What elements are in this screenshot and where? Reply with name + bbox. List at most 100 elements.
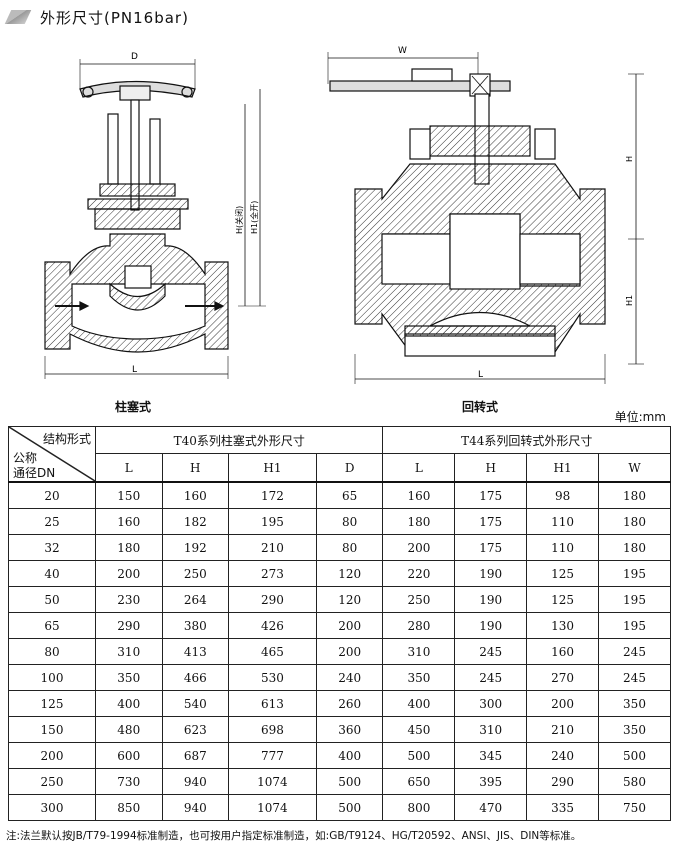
dn-cell: 200	[8, 742, 96, 769]
value-cell: 623	[161, 716, 230, 743]
dn-cell: 20	[8, 481, 96, 509]
valve-drawings: D L H(关闭) H1(全开) W L	[44, 46, 644, 384]
value-cell: 1074	[228, 768, 317, 795]
value-cell: 450	[382, 716, 456, 743]
value-cell: 120	[315, 586, 384, 613]
value-cell: 500	[382, 742, 456, 769]
value-cell: 125	[526, 586, 599, 613]
unit-label: 单位:mm	[614, 410, 666, 424]
value-cell: 180	[95, 534, 163, 561]
value-cell: 310	[382, 638, 456, 665]
value-cell: 273	[228, 560, 317, 587]
value-cell: 175	[454, 481, 528, 509]
piston-valve-drawing	[44, 59, 266, 379]
value-cell: 245	[598, 664, 671, 691]
value-cell: 250	[382, 586, 456, 613]
value-cell: 480	[95, 716, 163, 743]
value-cell: 290	[526, 768, 599, 795]
col-header: H	[161, 453, 230, 483]
value-cell: 940	[161, 768, 230, 795]
section-title: 外形尺寸(PN16bar)	[40, 8, 189, 27]
value-cell: 182	[161, 508, 230, 535]
value-cell: 466	[161, 664, 230, 691]
value-cell: 200	[382, 534, 456, 561]
value-cell: 172	[228, 481, 317, 509]
value-cell: 400	[315, 742, 384, 769]
value-cell: 500	[315, 768, 384, 795]
value-cell: 98	[526, 481, 599, 509]
value-cell: 192	[161, 534, 230, 561]
col-header: H1	[526, 453, 599, 483]
value-cell: 800	[382, 794, 456, 821]
value-cell: 210	[228, 534, 317, 561]
caption-rotary: 回转式	[462, 400, 499, 414]
dn-cell: 250	[8, 768, 96, 795]
dn-cell: 125	[8, 690, 96, 717]
value-cell: 350	[95, 664, 163, 691]
value-cell: 160	[95, 508, 163, 535]
value-cell: 190	[454, 612, 528, 639]
value-cell: 195	[228, 508, 317, 535]
dn-cell: 65	[8, 612, 96, 639]
value-cell: 160	[526, 638, 599, 665]
value-cell: 650	[382, 768, 456, 795]
value-cell: 200	[95, 560, 163, 587]
value-cell: 500	[315, 794, 384, 821]
value-cell: 240	[526, 742, 599, 769]
value-cell: 130	[526, 612, 599, 639]
value-cell: 850	[95, 794, 163, 821]
value-cell: 175	[454, 508, 528, 535]
value-cell: 245	[454, 638, 528, 665]
value-cell: 310	[95, 638, 163, 665]
value-cell: 190	[454, 560, 528, 587]
value-cell: 200	[315, 638, 384, 665]
value-cell: 270	[526, 664, 599, 691]
table-corner-header: 结构形式 公称 通径DN	[8, 426, 96, 483]
dn-cell: 40	[8, 560, 96, 587]
corner-structure-label: 结构形式	[42, 432, 91, 446]
value-cell: 245	[598, 638, 671, 665]
value-cell: 470	[454, 794, 528, 821]
value-cell: 240	[315, 664, 384, 691]
value-cell: 180	[382, 508, 456, 535]
value-cell: 750	[598, 794, 671, 821]
value-cell: 175	[454, 534, 528, 561]
value-cell: 1074	[228, 794, 317, 821]
value-cell: 200	[315, 612, 384, 639]
rotary-valve-drawing	[327, 52, 644, 384]
value-cell: 210	[526, 716, 599, 743]
dim-label-h1-right: H1	[625, 295, 634, 306]
value-cell: 580	[598, 768, 671, 795]
col-header: D	[315, 453, 384, 483]
corner-nominal-label: 公称	[13, 451, 38, 465]
value-cell: 290	[228, 586, 317, 613]
corner-dn-label: 通径DN	[13, 466, 56, 480]
value-cell: 540	[161, 690, 230, 717]
dn-cell: 80	[8, 638, 96, 665]
col-header: H1	[228, 453, 317, 483]
value-cell: 600	[95, 742, 163, 769]
dn-cell: 100	[8, 664, 96, 691]
value-cell: 940	[161, 794, 230, 821]
value-cell: 110	[526, 534, 599, 561]
value-cell: 400	[95, 690, 163, 717]
value-cell: 730	[95, 768, 163, 795]
value-cell: 120	[315, 560, 384, 587]
value-cell: 80	[315, 508, 384, 535]
group-header-t40: T40系列柱塞式外形尺寸	[94, 425, 384, 455]
caption-piston: 柱塞式	[115, 400, 152, 414]
value-cell: 395	[454, 768, 528, 795]
value-cell: 777	[228, 742, 317, 769]
dim-label-l-right: L	[478, 370, 483, 380]
value-cell: 400	[382, 690, 456, 717]
